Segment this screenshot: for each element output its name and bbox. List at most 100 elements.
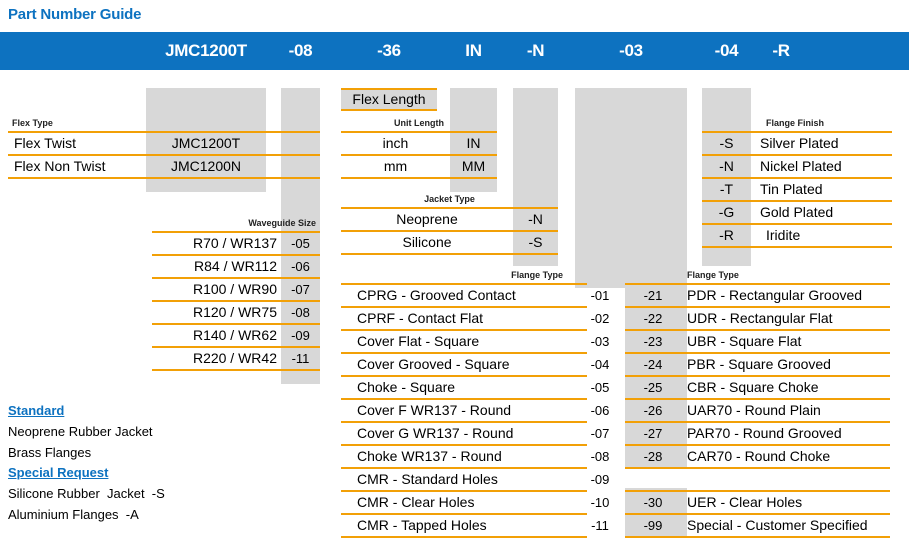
table-row: R100 / WR90 -07 xyxy=(152,279,320,300)
flange-type-label: Cover Flat - Square xyxy=(357,333,480,349)
table-row: -G Gold Plated xyxy=(702,202,892,223)
unit-length-code: MM xyxy=(461,158,486,174)
flange-type-label: Cover F WR137 - Round xyxy=(357,402,512,418)
flange-type-code: -22 xyxy=(643,311,663,326)
flange-type-code: -28 xyxy=(643,449,663,464)
flange-type-label: CMR - Tapped Holes xyxy=(357,517,487,533)
special-request-line: Aluminium Flanges -A xyxy=(8,507,139,522)
table-row: -30 UER - Clear Holes xyxy=(625,492,890,513)
column-band-flex-type xyxy=(146,88,266,192)
flange-type-code: -21 xyxy=(643,288,663,303)
rule xyxy=(341,490,587,492)
unit-length-code: IN xyxy=(466,135,481,151)
rule xyxy=(625,329,890,331)
rule xyxy=(341,329,587,331)
jacket-type-code: -N xyxy=(528,211,543,227)
rule xyxy=(341,375,587,377)
rule xyxy=(625,513,890,515)
table-row: -28 CAR70 - Round Choke xyxy=(625,446,890,467)
unit-length-label: mm xyxy=(383,158,408,174)
flange-type-label: CPRF - Contact Flat xyxy=(357,310,484,326)
table-row: Cover Flat - Square -03 xyxy=(341,331,609,352)
rule xyxy=(625,306,890,308)
flange-type-label: CMR - Clear Holes xyxy=(357,494,475,510)
rule xyxy=(625,375,890,377)
column-band-unit-code xyxy=(450,88,497,192)
flange-type-code: -06 xyxy=(590,403,610,418)
waveguide-size-code: -09 xyxy=(291,328,310,343)
unit-length-caption: Unit Length xyxy=(394,118,444,128)
flange-type-code: -03 xyxy=(590,334,610,349)
flange-type-label xyxy=(687,469,890,490)
jacket-type-code: -S xyxy=(528,234,543,250)
flange-type-code: -02 xyxy=(590,311,610,326)
rule xyxy=(702,223,892,225)
table-row: -T Tin Plated xyxy=(702,179,892,200)
flange-type-code: -07 xyxy=(590,426,610,441)
table-row: Cover F WR137 - Round -06 xyxy=(341,400,609,421)
jacket-type-label: Silicone xyxy=(402,234,452,250)
table-row: CMR - Clear Holes -10 xyxy=(341,492,609,513)
rule xyxy=(625,536,890,538)
flange-type-label: UBR - Square Flat xyxy=(687,333,802,349)
flex-type-label: Flex Twist xyxy=(14,135,76,151)
table-row: Choke - Square -05 xyxy=(341,377,609,398)
waveguide-size-code: -05 xyxy=(291,236,310,251)
flange-type-left-table: Flange Type CPRG - Grooved Contact -01 C… xyxy=(341,267,609,538)
page-title: Part Number Guide xyxy=(8,6,142,23)
flange-finish-label: Nickel Plated xyxy=(760,158,842,174)
flange-type-label: CMR - Standard Holes xyxy=(357,471,498,487)
waveguide-size-label: R70 / WR137 xyxy=(192,235,277,251)
table-row: Choke WR137 - Round -08 xyxy=(341,446,609,467)
part-number-segment: -04 xyxy=(714,41,739,60)
rule xyxy=(341,398,587,400)
rule xyxy=(152,300,320,302)
flange-finish-code: -N xyxy=(719,158,734,174)
rule xyxy=(625,444,890,446)
flange-type-right-caption: Flange Type xyxy=(687,270,739,280)
part-number-segment: IN xyxy=(465,41,482,60)
flex-length-box: Flex Length xyxy=(341,88,437,111)
flange-type-code: -05 xyxy=(590,380,610,395)
flange-type-code: -30 xyxy=(643,495,663,510)
rule xyxy=(702,200,892,202)
flange-type-code: -27 xyxy=(643,426,663,441)
rule xyxy=(625,467,890,469)
rule xyxy=(152,323,320,325)
flange-type-code: -10 xyxy=(590,495,610,510)
table-row: inch IN xyxy=(341,133,497,154)
table-row: CPRF - Contact Flat -02 xyxy=(341,308,609,329)
waveguide-size-label: R220 / WR42 xyxy=(192,350,277,366)
rule xyxy=(152,346,320,348)
column-band-jacket-code xyxy=(513,88,558,266)
jacket-type-label: Neoprene xyxy=(396,211,458,227)
table-row: CMR - Standard Holes -09 xyxy=(341,469,609,490)
rule xyxy=(625,352,890,354)
rule xyxy=(702,177,892,179)
flange-finish-caption: Flange Finish xyxy=(766,118,825,128)
rule xyxy=(341,421,587,423)
jacket-type-caption: Jacket Type xyxy=(424,194,475,204)
rule xyxy=(341,444,587,446)
rule xyxy=(341,177,497,179)
waveguide-size-code: -06 xyxy=(291,259,310,274)
column-band-flange-type-left-code xyxy=(575,88,687,288)
waveguide-size-label: R120 / WR75 xyxy=(192,304,277,320)
flange-type-code: -08 xyxy=(590,449,610,464)
rule xyxy=(152,254,320,256)
flange-type-label: Choke - Square xyxy=(357,379,456,395)
part-number-segment: JMC1200T xyxy=(165,41,247,60)
table-row: Flex Non Twist JMC1200N xyxy=(8,156,320,177)
rule xyxy=(341,467,587,469)
flange-type-label: UER - Clear Holes xyxy=(687,494,803,510)
flange-finish-code: -S xyxy=(719,135,734,151)
waveguide-size-label: R84 / WR112 xyxy=(194,258,277,274)
flange-finish-table: Flange Finish -S Silver Plated -N Nickel… xyxy=(702,115,892,248)
rule xyxy=(702,131,892,133)
rule xyxy=(625,490,890,492)
waveguide-size-code: -08 xyxy=(291,305,310,320)
table-row: -25 CBR - Square Choke xyxy=(625,377,890,398)
rule xyxy=(341,306,587,308)
flange-type-label: PDR - Rectangular Grooved xyxy=(687,287,863,303)
